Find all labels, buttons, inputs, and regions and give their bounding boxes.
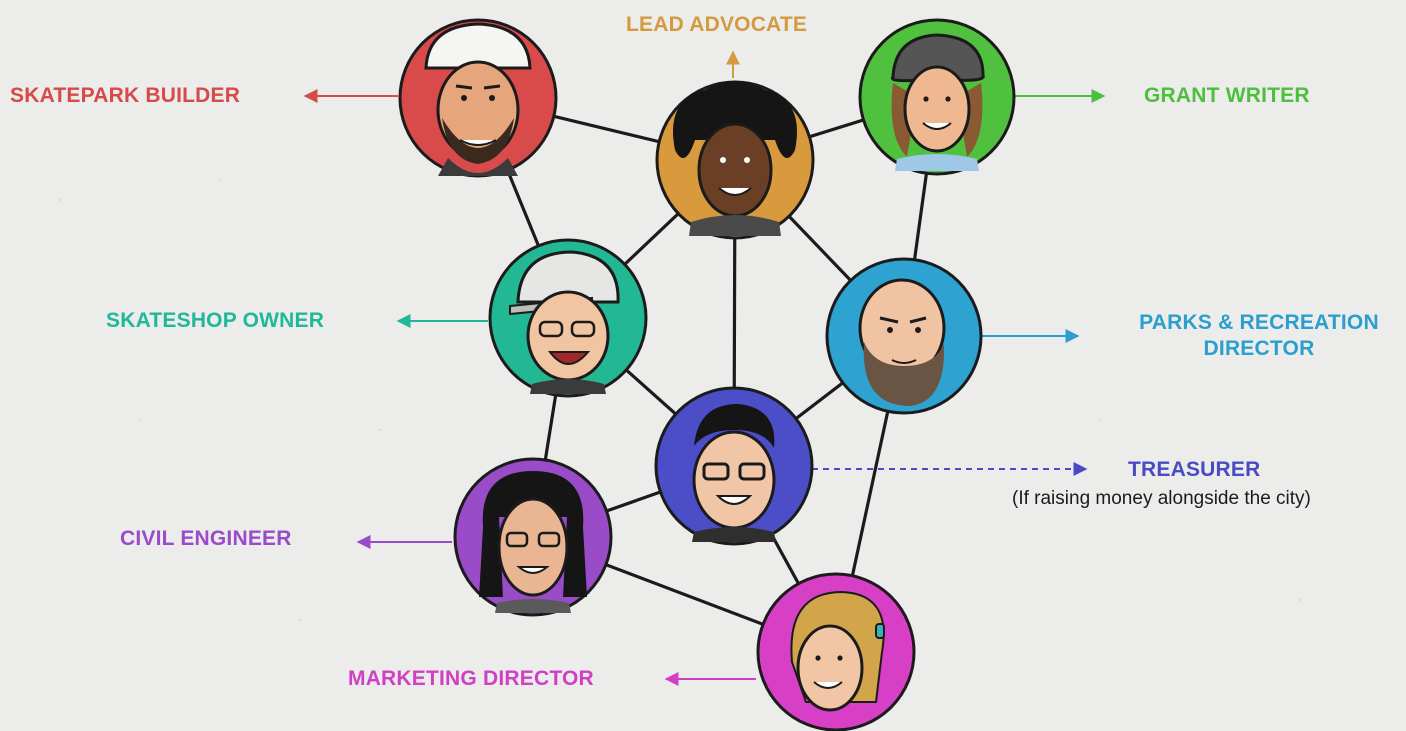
portrait-treasurer: [654, 386, 814, 546]
label-parks-line-2: DIRECTOR: [1203, 337, 1315, 360]
portrait-marketing-director: [756, 572, 916, 731]
label-lead-advocate: LEAD ADVOCATE: [626, 13, 808, 36]
label-treasurer: TREASURER: [1128, 458, 1261, 481]
label-parks-recreation-director: PARKS & RECREATION DIRECTOR: [1124, 310, 1394, 362]
portrait-skateshop-owner: [488, 238, 648, 398]
label-skateshop-owner: SKATESHOP OWNER: [106, 309, 325, 332]
portrait-grant-writer: [858, 18, 1016, 176]
label-arrows: [303, 50, 1106, 686]
portrait-lead-advocate: [655, 80, 815, 240]
label-grant-writer: GRANT WRITER: [1144, 84, 1310, 107]
portrait-parks-director: [825, 257, 983, 415]
label-skatepark-builder: SKATEPARK BUILDER: [10, 84, 241, 107]
treasurer-note: (If raising money alongside the city): [1012, 488, 1311, 509]
label-parks-line-1: PARKS & RECREATION: [1139, 311, 1379, 334]
label-marketing-director: MARKETING DIRECTOR: [348, 667, 594, 690]
label-civil-engineer: CIVIL ENGINEER: [120, 527, 292, 550]
portrait-skatepark-builder: [398, 18, 558, 178]
portrait-civil-engineer: [453, 457, 613, 617]
